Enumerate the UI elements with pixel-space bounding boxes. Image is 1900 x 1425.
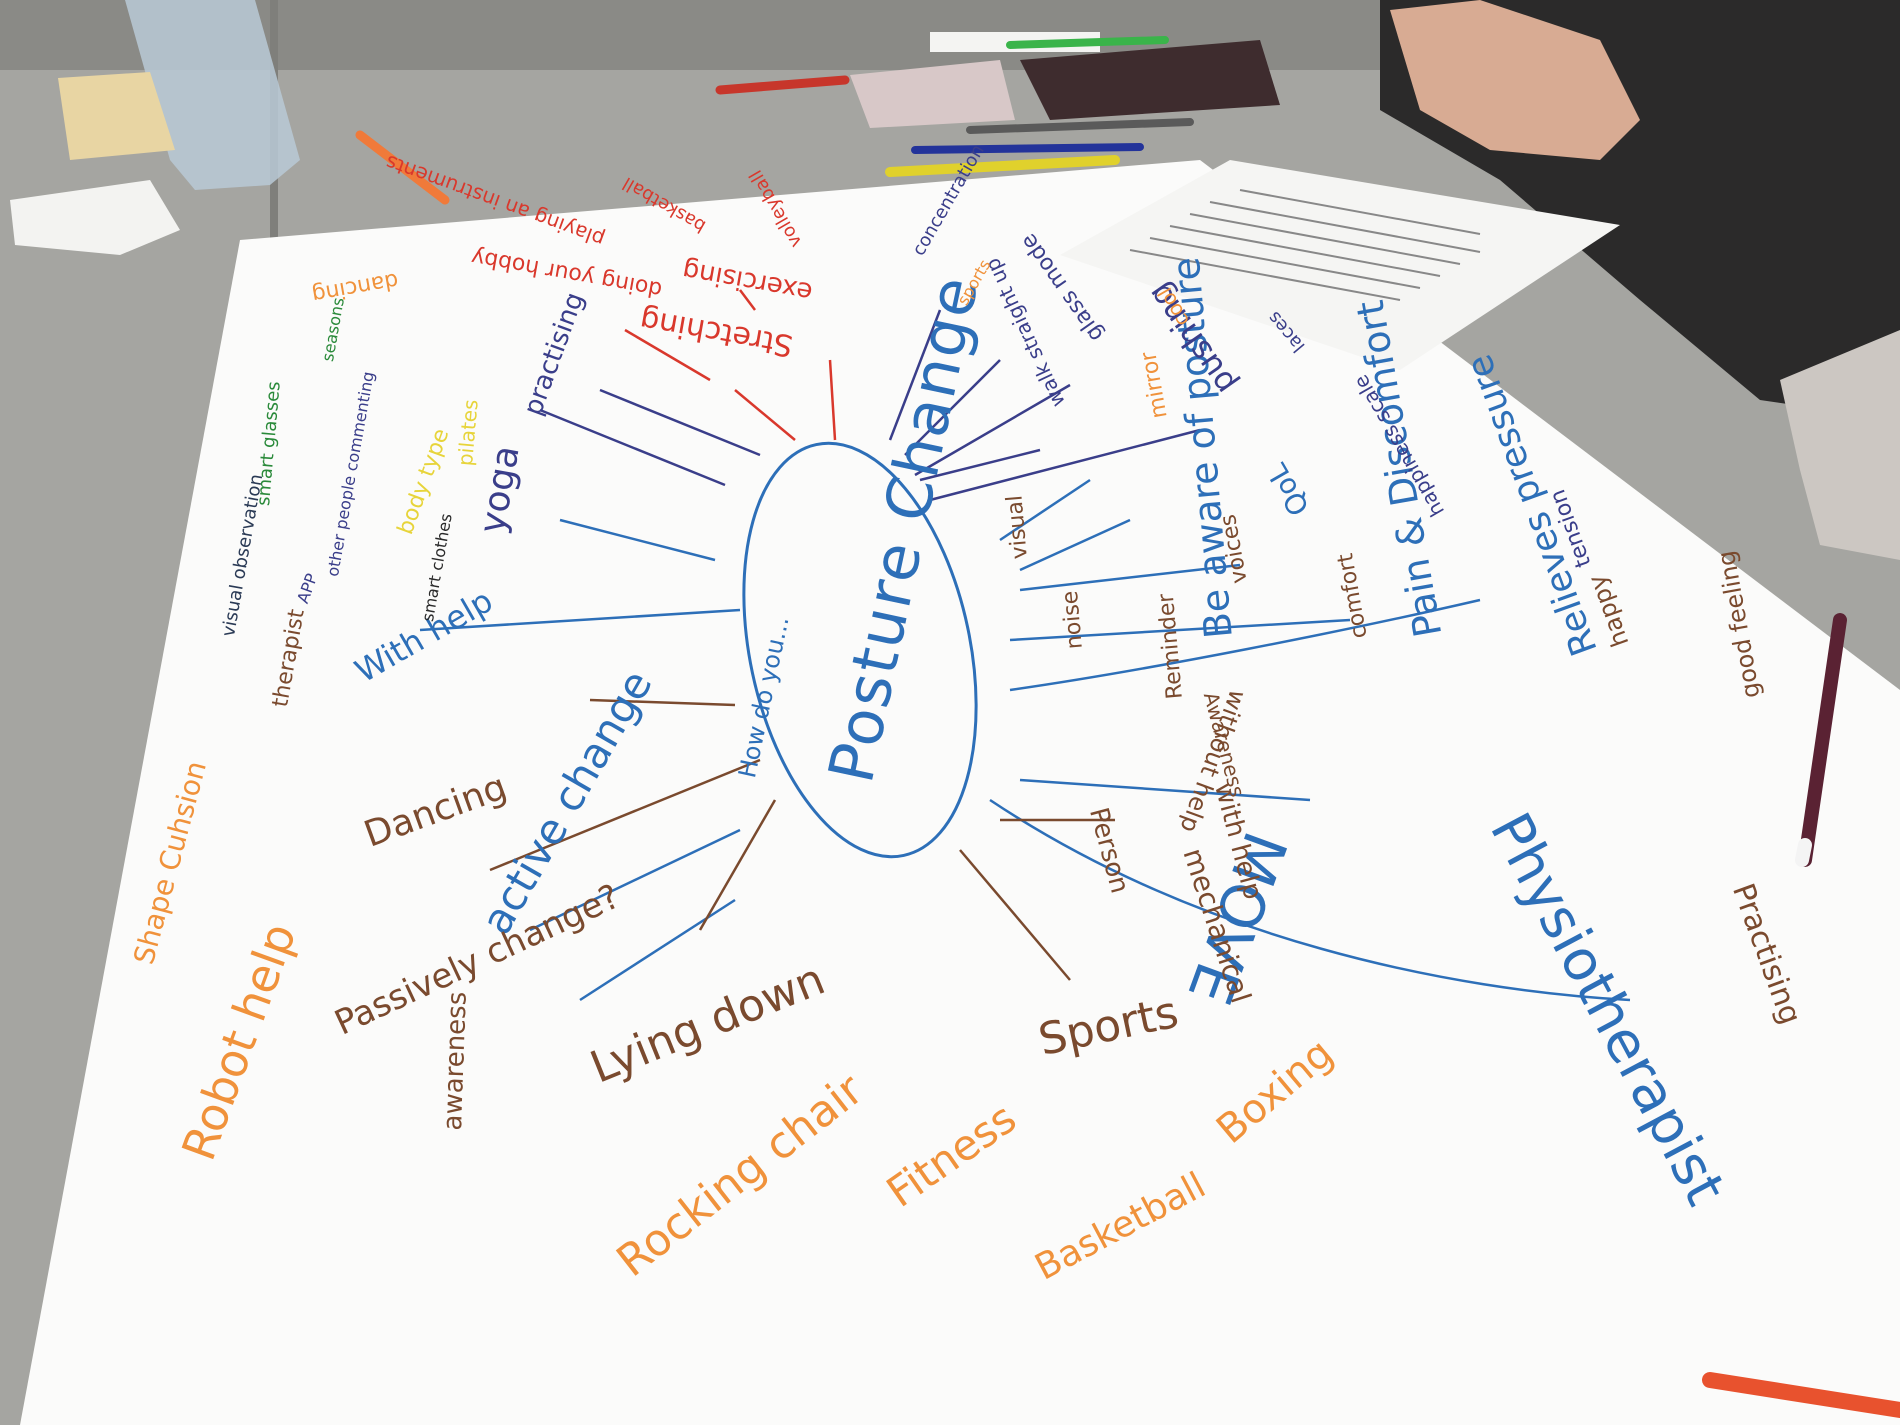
handout-lines xyxy=(1129,189,1481,301)
poster xyxy=(20,160,1900,1425)
purple-marker xyxy=(1798,613,1847,867)
label-awareness: awareness xyxy=(438,991,473,1131)
yellow-marker xyxy=(885,155,1120,177)
label-visual: visual xyxy=(1002,494,1033,561)
blue-branches xyxy=(419,478,1631,1002)
brown-branches xyxy=(489,698,1115,981)
hands xyxy=(1390,0,1640,160)
grey-marker xyxy=(966,118,1194,134)
handout-sheet xyxy=(1060,160,1620,370)
label-noise: noise xyxy=(1057,589,1088,651)
orange-marker xyxy=(355,130,450,205)
glasses-case xyxy=(58,72,175,160)
navy-branches xyxy=(539,309,1201,502)
center-oval xyxy=(742,441,978,859)
red-marker xyxy=(715,75,850,95)
lime-marker xyxy=(1006,36,1169,49)
notebook xyxy=(1020,40,1280,120)
label-pilates: pilates xyxy=(453,398,483,467)
tissue xyxy=(10,180,180,255)
bottom-marker xyxy=(1702,1372,1900,1418)
knit-sleeve xyxy=(1780,330,1900,560)
red-branches xyxy=(624,289,837,441)
blue-marker xyxy=(911,143,1144,154)
marker-pack xyxy=(850,60,1015,128)
